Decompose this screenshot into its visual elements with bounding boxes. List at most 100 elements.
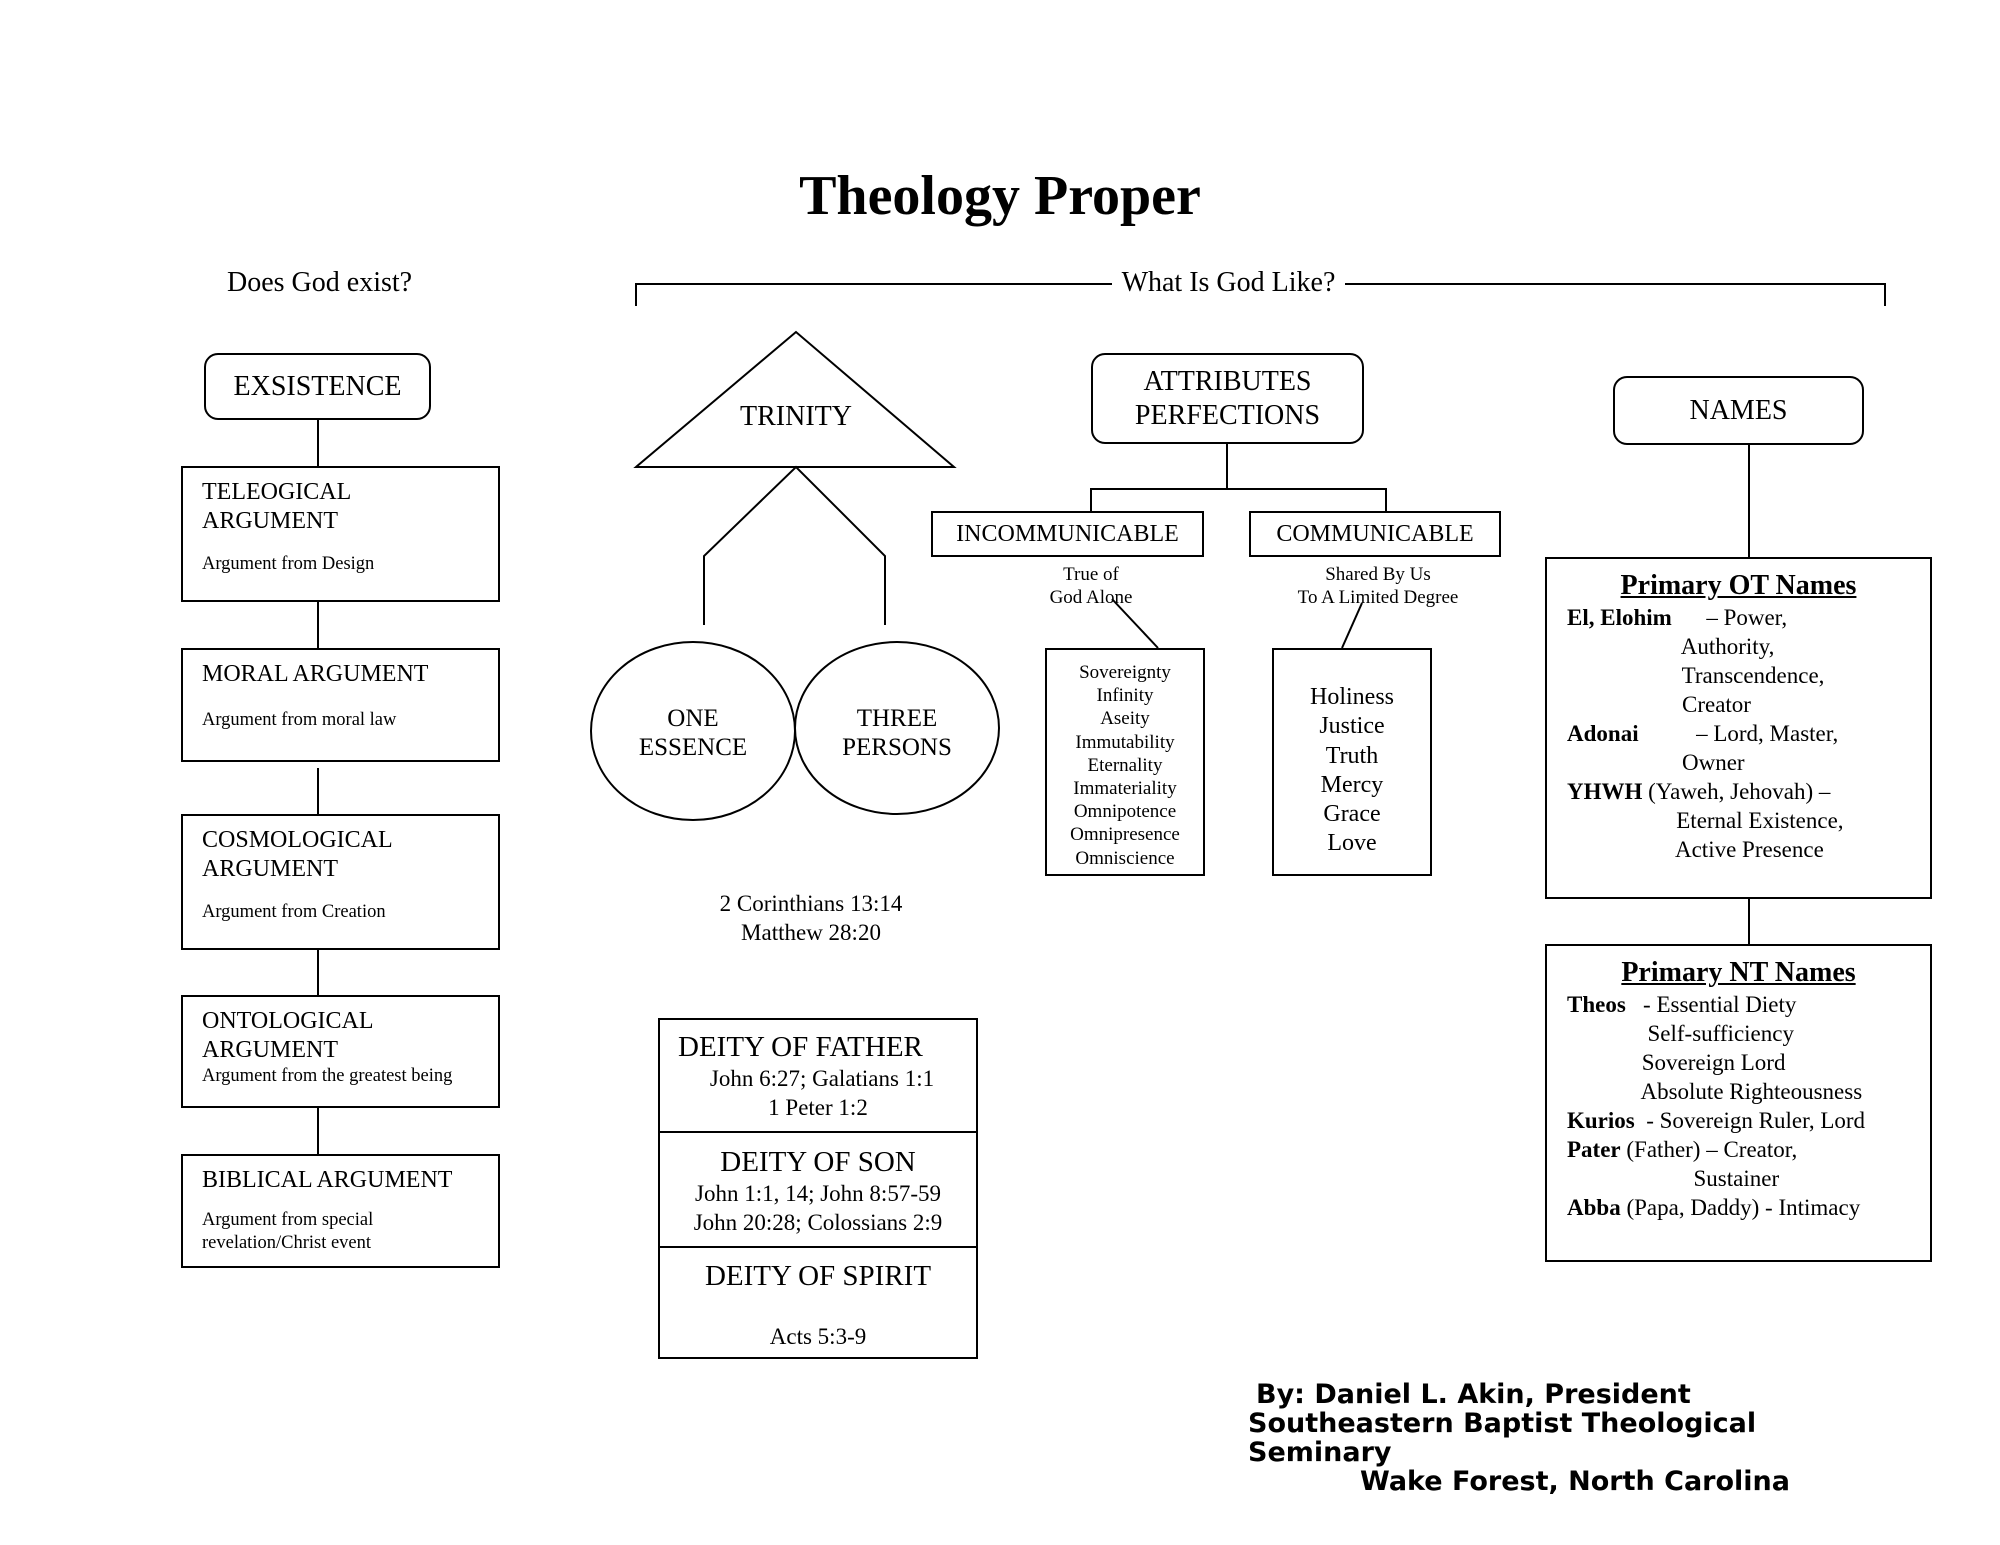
nt-names-list: Theos - Essential Diety Self-sufficiency… (1567, 990, 1930, 1222)
nature-question: What Is God Like? (1112, 266, 1345, 300)
argument-title: MORAL ARGUMENT (202, 661, 429, 687)
name-term: Pater (1567, 1137, 1621, 1162)
name-meaning: (Father) – Creator, (1620, 1137, 1798, 1162)
argument-title: ARGUMENT (202, 1037, 338, 1063)
name-meaning: Eternal Existence, (1567, 808, 1844, 833)
incommunicable-label: INCOMMUNICABLE (956, 521, 1179, 547)
name-meaning: Authority, (1567, 634, 1775, 659)
attribute-item: Eternality (1087, 754, 1163, 776)
attribute-item: Omnipresence (1070, 824, 1180, 846)
attribute-item: Infinity (1096, 685, 1154, 707)
argument-subtitle: Argument from Design (202, 554, 375, 574)
nt-names-heading: Primary NT Names (1621, 957, 1856, 988)
one-essence-line: ESSENCE (638, 734, 748, 761)
one-essence-line: ONE (667, 705, 719, 732)
deity-box: DEITY OF FATHER John 6:27; Galatians 1:1… (658, 1018, 978, 1359)
name-meaning: – Power, (1671, 605, 1788, 630)
deity-reference: John 6:27; Galatians 1:1 (709, 1066, 935, 1091)
deity-heading: DEITY OF SON (720, 1146, 916, 1178)
name-entry-line: Self-sufficiency (1567, 1019, 1930, 1048)
name-term: Adonai (1567, 721, 1639, 746)
name-entry-line: Owner (1567, 748, 1930, 777)
scripture-reference: Matthew 28:20 (741, 920, 881, 945)
attribute-item: Love (1327, 830, 1377, 857)
argument-box-moral: MORAL ARGUMENT Argument from moral law (181, 648, 500, 762)
name-meaning: - Essential Diety (1625, 992, 1797, 1017)
name-entry-line: Pater (Father) – Creator, (1567, 1135, 1930, 1164)
attributes-connector (1090, 443, 1387, 511)
argument-title: BIBLICAL ARGUMENT (202, 1167, 453, 1193)
name-meaning: Creator (1567, 692, 1751, 717)
name-entry-line: Transcendence, (1567, 661, 1930, 690)
argument-title: ARGUMENT (202, 508, 338, 534)
name-term: Kurios (1567, 1108, 1635, 1133)
nt-names-box: Primary NT Names Theos - Essential Diety… (1545, 944, 1932, 1262)
argument-subtitle: Argument from moral law (202, 710, 397, 730)
attribute-item: Justice (1319, 713, 1385, 740)
attribute-item: Mercy (1320, 771, 1384, 798)
trinity-label: TRINITY (740, 401, 852, 432)
name-entry-line: Abba (Papa, Daddy) - Intimacy (1567, 1193, 1930, 1222)
argument-title: TELEOGICAL (202, 479, 352, 505)
attributes-label: ATTRIBUTES (1143, 365, 1312, 397)
incommunicable-node: INCOMMUNICABLE (931, 511, 1204, 557)
name-term: Abba (1567, 1195, 1621, 1220)
deity-reference: Acts 5:3-9 (769, 1324, 867, 1349)
deity-heading: DEITY OF SPIRIT (704, 1260, 932, 1292)
name-entry-line: Authority, (1567, 632, 1930, 661)
argument-box-cosmological: COSMOLOGICAL ARGUMENT Argument from Crea… (181, 814, 500, 950)
name-meaning: - Sovereign Ruler, Lord (1634, 1108, 1866, 1133)
name-entry-line: Creator (1567, 690, 1930, 719)
name-entry-line: Sovereign Lord (1567, 1048, 1930, 1077)
deity-son-section: DEITY OF SON John 1:1, 14; John 8:57-59 … (660, 1133, 976, 1248)
three-persons-circle (794, 641, 1000, 815)
attribute-item: Holiness (1310, 684, 1394, 710)
trinity-references: 2 Corinthians 13:14 Matthew 28:20 (661, 889, 961, 947)
name-meaning: – Lord, Master, (1638, 721, 1839, 746)
note-line: To A Limited Degree (1297, 587, 1459, 608)
argument-box-biblical: BIBLICAL ARGUMENT Argument from special … (181, 1154, 500, 1268)
name-entry-line: Adonai – Lord, Master, (1567, 719, 1930, 748)
names-node: NAMES (1613, 376, 1864, 445)
attribute-item: Sovereignty (1079, 662, 1171, 683)
name-entry-line: Kurios - Sovereign Ruler, Lord (1567, 1106, 1930, 1135)
name-meaning: Transcendence, (1567, 663, 1825, 688)
credit-line-author: By: Daniel L. Akin, President (1256, 1379, 1691, 1410)
page-title: Theology Proper (799, 165, 1201, 227)
name-meaning: Sovereign Lord (1567, 1050, 1786, 1075)
deity-heading: DEITY OF FATHER (678, 1031, 923, 1063)
name-entry-line: Absolute Righteousness (1567, 1077, 1930, 1106)
name-term: YHWH (1567, 779, 1643, 804)
name-term: El, Elohim (1567, 605, 1672, 630)
name-entry-line: El, Elohim – Power, (1567, 603, 1930, 632)
credit-line-location: Wake Forest, North Carolina (1360, 1466, 1790, 1497)
names-label: NAMES (1689, 394, 1788, 426)
name-entry-line: Active Presence (1567, 835, 1930, 864)
deity-father-section: DEITY OF FATHER John 6:27; Galatians 1:1… (660, 1020, 976, 1133)
incommunicable-note: True of God Alone (991, 563, 1191, 609)
deity-reference: John 1:1, 14; John 8:57-59 (695, 1181, 941, 1206)
communicable-label: COMMUNICABLE (1276, 521, 1474, 547)
incommunicable-list: Sovereignty Infinity Aseity Immutability… (1045, 648, 1205, 876)
three-persons-line: PERSONS (842, 734, 952, 761)
name-meaning: Absolute Righteousness (1567, 1079, 1863, 1104)
trinity-legs (703, 465, 886, 625)
existence-question: Does God exist? (227, 267, 413, 298)
name-entry-line: Theos - Essential Diety (1567, 990, 1930, 1019)
argument-title: ONTOLOGICAL (202, 1008, 374, 1034)
three-persons-label: THREE PERSONS (817, 704, 977, 762)
existence-node: EXSISTENCE (204, 353, 431, 420)
name-entry-line: Eternal Existence, (1567, 806, 1930, 835)
argument-subtitle: revelation/Christ event (202, 1233, 372, 1253)
existence-label: EXSISTENCE (233, 370, 402, 402)
argument-subtitle: Argument from special (202, 1210, 374, 1230)
name-term: Theos (1567, 992, 1626, 1017)
note-line: True of (1063, 564, 1119, 585)
argument-box-ontological: ONTOLOGICAL ARGUMENT Argument from the g… (181, 995, 500, 1108)
attribute-item: Aseity (1100, 708, 1150, 730)
three-persons-line: THREE (856, 705, 938, 732)
author-credit: By: Daniel L. Akin, President Southeaste… (1248, 1380, 1888, 1496)
argument-title: ARGUMENT (202, 856, 338, 882)
attribute-item: Omnipotence (1073, 801, 1177, 823)
